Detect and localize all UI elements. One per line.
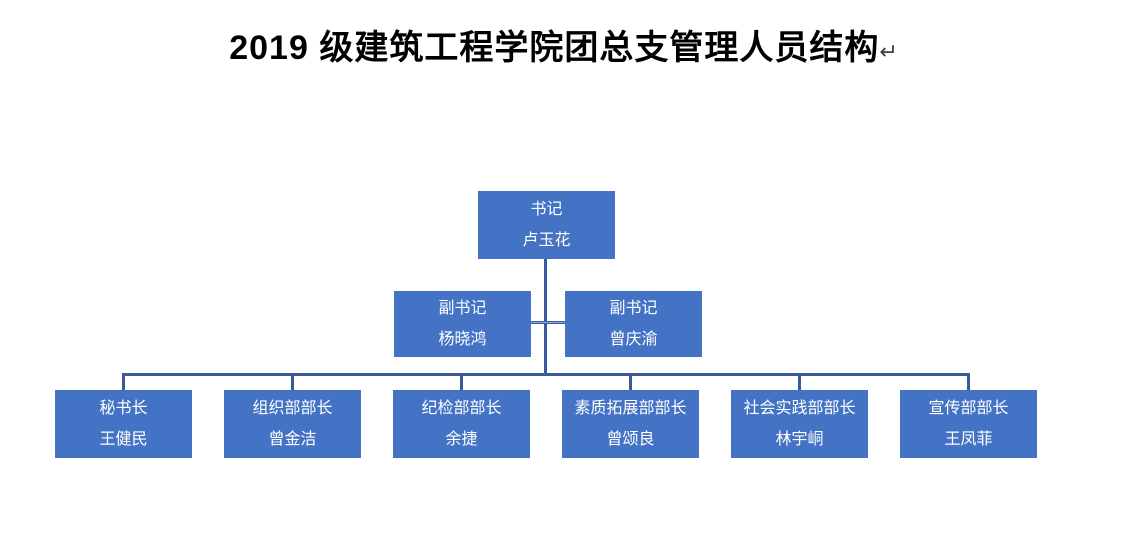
connector-deputies bbox=[531, 321, 565, 324]
org-node-social-practice-dept[interactable]: 社会实践部部长 林宇峒 bbox=[731, 390, 868, 458]
org-node-person: 余捷 bbox=[445, 431, 478, 448]
paragraph-mark: ↵ bbox=[879, 39, 898, 64]
org-node-deputy-2[interactable]: 副书记 曾庆渝 bbox=[565, 291, 702, 357]
org-node-person: 曾颂良 bbox=[606, 431, 655, 448]
connector-drop-3 bbox=[460, 376, 463, 390]
org-node-organization-dept[interactable]: 组织部部长 曾金洁 bbox=[224, 390, 361, 458]
org-node-title: 组织部部长 bbox=[252, 400, 333, 417]
org-node-person: 林宇峒 bbox=[775, 431, 824, 448]
org-node-person: 王凤菲 bbox=[944, 431, 993, 448]
connector-drop-5 bbox=[798, 376, 801, 390]
connector-drop-6 bbox=[967, 376, 970, 390]
org-node-publicity-dept[interactable]: 宣传部部长 王凤菲 bbox=[900, 390, 1037, 458]
org-node-title: 秘书长 bbox=[99, 400, 148, 417]
org-node-title: 宣传部部长 bbox=[928, 400, 1009, 417]
page-title: 2019 级建筑工程学院团总支管理人员结构↵ bbox=[0, 20, 1127, 69]
connector-bus bbox=[122, 373, 970, 376]
org-node-title: 书记 bbox=[530, 201, 563, 218]
page-title-text: 2019 级建筑工程学院团总支管理人员结构 bbox=[229, 29, 880, 67]
connector-drop-2 bbox=[291, 376, 294, 390]
org-node-person: 曾庆渝 bbox=[609, 331, 658, 348]
org-node-deputy-1[interactable]: 副书记 杨晓鸿 bbox=[394, 291, 531, 357]
org-node-person: 杨晓鸿 bbox=[438, 331, 487, 348]
org-node-title: 副书记 bbox=[609, 300, 658, 317]
org-node-quality-dev-dept[interactable]: 素质拓展部部长 曾颂良 bbox=[562, 390, 699, 458]
org-node-person: 王健民 bbox=[99, 431, 148, 448]
org-node-discipline-dept[interactable]: 纪检部部长 余捷 bbox=[393, 390, 530, 458]
org-node-person: 曾金洁 bbox=[268, 431, 317, 448]
org-node-secretary[interactable]: 书记 卢玉花 bbox=[478, 191, 615, 259]
org-node-title: 素质拓展部部长 bbox=[574, 400, 687, 417]
org-node-title: 纪检部部长 bbox=[421, 400, 502, 417]
connector-drop-4 bbox=[629, 376, 632, 390]
org-node-title: 社会实践部部长 bbox=[743, 400, 856, 417]
org-node-secretary-general[interactable]: 秘书长 王健民 bbox=[55, 390, 192, 458]
org-node-person: 卢玉花 bbox=[522, 232, 571, 249]
org-node-title: 副书记 bbox=[438, 300, 487, 317]
connector-root-to-bus bbox=[544, 259, 547, 376]
connector-drop-1 bbox=[122, 376, 125, 390]
